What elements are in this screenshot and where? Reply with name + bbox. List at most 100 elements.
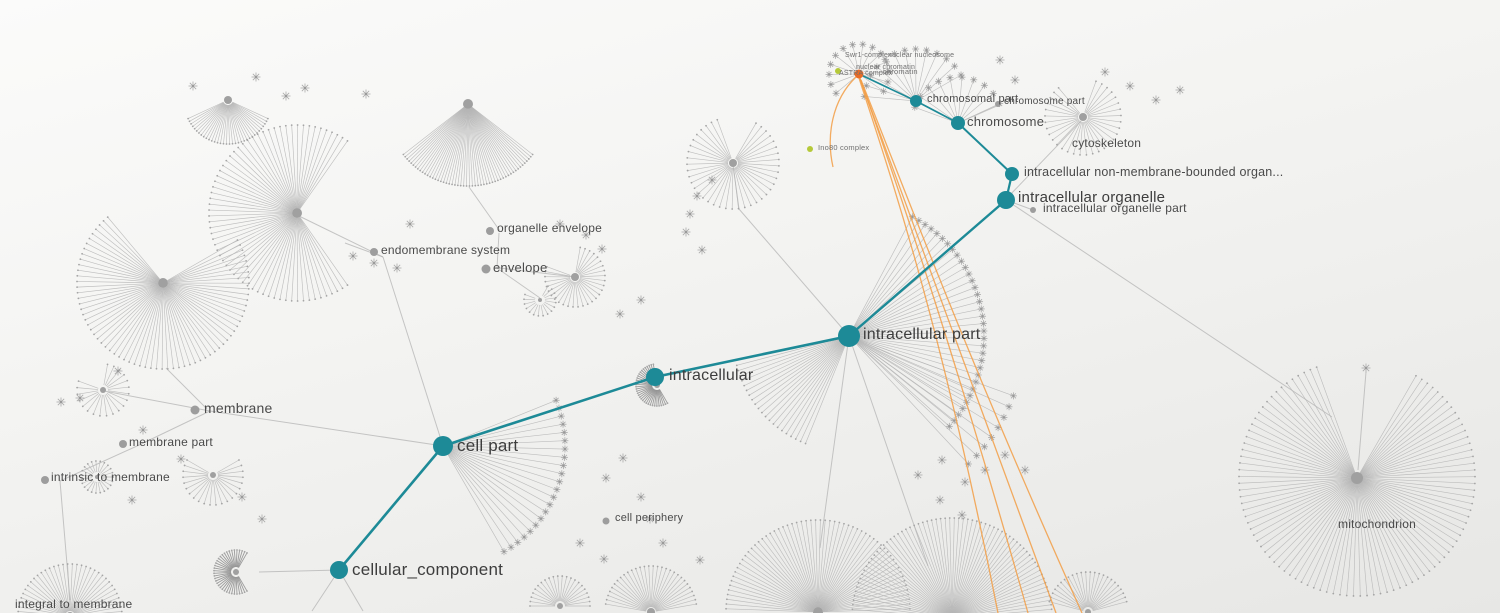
fan-spoke [578, 279, 600, 295]
label-chromosomal-part[interactable]: chromosomal part [927, 93, 1019, 105]
label-cytoskeleton[interactable]: cytoskeleton [1072, 136, 1142, 150]
node-intracellular-organelle[interactable] [997, 191, 1015, 209]
node-intrinsic-dot[interactable] [41, 476, 49, 484]
label-cellular-component[interactable]: cellular_component [352, 560, 504, 579]
label-organelle-envelope[interactable]: organelle envelope [497, 221, 603, 235]
label-membrane[interactable]: membrane [204, 400, 273, 416]
fan-spoke [1292, 379, 1355, 474]
fan-spoke [82, 478, 93, 484]
node-endomembrane-dot[interactable] [370, 248, 378, 256]
node-non-membrane-bounded-organelle[interactable] [1005, 167, 1019, 181]
edge-tip-dot [669, 569, 672, 572]
fan-spoke [468, 108, 476, 186]
node-cell-part[interactable] [433, 436, 453, 456]
node-chromosome-part-dot[interactable] [995, 101, 1001, 107]
fan-spoke [1357, 482, 1368, 596]
label-chromosome[interactable]: chromosome [967, 114, 1045, 129]
leaf-burst-center [695, 194, 699, 198]
fan-spoke [30, 581, 67, 613]
node-green-complex-1[interactable] [835, 68, 841, 74]
edge-tip-dot [1079, 153, 1081, 156]
leaf-burst-center [925, 48, 928, 52]
fan-spoke [77, 269, 159, 283]
fan-spoke [644, 388, 655, 403]
node-envelope-dot[interactable] [481, 264, 491, 274]
node-cell-periphery-dot[interactable] [602, 517, 610, 525]
label-intracellular-organelle[interactable]: intracellular organelle [1018, 189, 1166, 206]
fan-spoke [713, 167, 732, 205]
edge-tip-dot [751, 398, 753, 401]
fan-spoke [918, 523, 951, 613]
fan-spoke [711, 122, 731, 159]
fan-spoke [156, 287, 163, 369]
fan-spoke [754, 544, 815, 609]
leaf-burst-center [882, 90, 885, 93]
label-swr1-complex[interactable]: Swr1-complex [845, 52, 892, 59]
label-chromosome-part[interactable]: chromosome part [1004, 96, 1085, 107]
edge-tip-dot [1110, 578, 1113, 581]
fan-spoke [818, 520, 831, 608]
label-intracellular[interactable]: intracellular [669, 367, 754, 384]
label-non-membrane-bounded-organelle[interactable]: intracellular non-membrane-bounded organ… [1024, 165, 1284, 179]
fan-spoke [91, 481, 96, 493]
fan-spoke [737, 567, 814, 610]
node-intracellular[interactable] [646, 368, 664, 386]
label-intracellular-organelle-part[interactable]: intracellular organelle part [1043, 201, 1187, 215]
node-organelle-envelope-dot[interactable] [486, 227, 494, 235]
fan-spoke [279, 126, 297, 209]
edge-tip-dot [213, 572, 215, 575]
fan-spoke [1360, 401, 1448, 476]
node-membrane-dot[interactable] [190, 405, 200, 415]
edge-tip-dot [530, 596, 533, 599]
node-chromosomal-part[interactable] [910, 95, 922, 107]
label-membrane-part[interactable]: membrane part [129, 435, 213, 449]
label-envelope[interactable]: envelope [493, 260, 548, 275]
edge-tip-dot [741, 558, 744, 561]
leaf-burst-center [841, 47, 845, 50]
label-endomembrane-system[interactable]: endomembrane system [381, 243, 511, 257]
edge-tip-dot [879, 547, 882, 550]
fan-spoke [1361, 449, 1472, 478]
fan-spoke [1250, 479, 1353, 530]
edge-tip-dot [262, 293, 264, 296]
label-intracellular-part[interactable]: intracellular part [863, 326, 981, 343]
label-astra-complex[interactable]: ASTRA complex [839, 70, 893, 77]
fan-spoke [655, 599, 696, 611]
label-ino80-complex[interactable]: Ino80 complex [818, 143, 870, 152]
node-membrane-part-dot[interactable] [119, 440, 127, 448]
label-nuclear-chromatin[interactable]: nuclear chromatin [856, 64, 916, 71]
label-cell-part[interactable]: cell part [457, 436, 519, 455]
edge-tip-dot [648, 364, 650, 367]
edge-tip-dot [661, 566, 663, 569]
edge-tip-dot [662, 404, 665, 406]
label-cell-periphery[interactable]: cell periphery [615, 512, 684, 524]
label-mitochondrion[interactable]: mitochondrion [1338, 517, 1416, 531]
fan-spoke [1092, 597, 1126, 611]
fan-spoke [735, 167, 757, 203]
label-chromatin[interactable]: chromatin [883, 67, 918, 76]
fan-spoke [470, 107, 517, 171]
node-green-complex-2[interactable] [807, 146, 813, 152]
highlight-edge [847, 198, 1008, 338]
node-nucleosome-hub[interactable] [854, 69, 864, 79]
fan-spoke [731, 580, 814, 611]
label-nuclear-nucleosome[interactable]: nuclear nucleosome [888, 52, 955, 59]
edge-tip-dot [1465, 522, 1467, 524]
node-chromosome[interactable] [951, 116, 965, 130]
label-intrinsic-to-membrane[interactable]: intrinsic to membrane [51, 470, 170, 484]
node-intracellular-part[interactable] [838, 325, 860, 347]
edge-tip-dot [769, 532, 772, 535]
fan-spoke [447, 432, 565, 446]
node-cellular-component[interactable] [330, 561, 348, 579]
label-integral-to-membrane[interactable]: integral to membrane [15, 597, 133, 611]
edge-tip-dot [653, 404, 656, 407]
leaf-burst-center [584, 233, 588, 237]
edge-tip-dot [247, 271, 250, 273]
edge-tip-dot [1056, 584, 1059, 587]
edge-tip-dot [219, 586, 222, 589]
fan-spoke [447, 446, 565, 458]
node-organelle-part-dot[interactable] [1030, 207, 1036, 213]
edge-tip-dot [1056, 143, 1058, 146]
